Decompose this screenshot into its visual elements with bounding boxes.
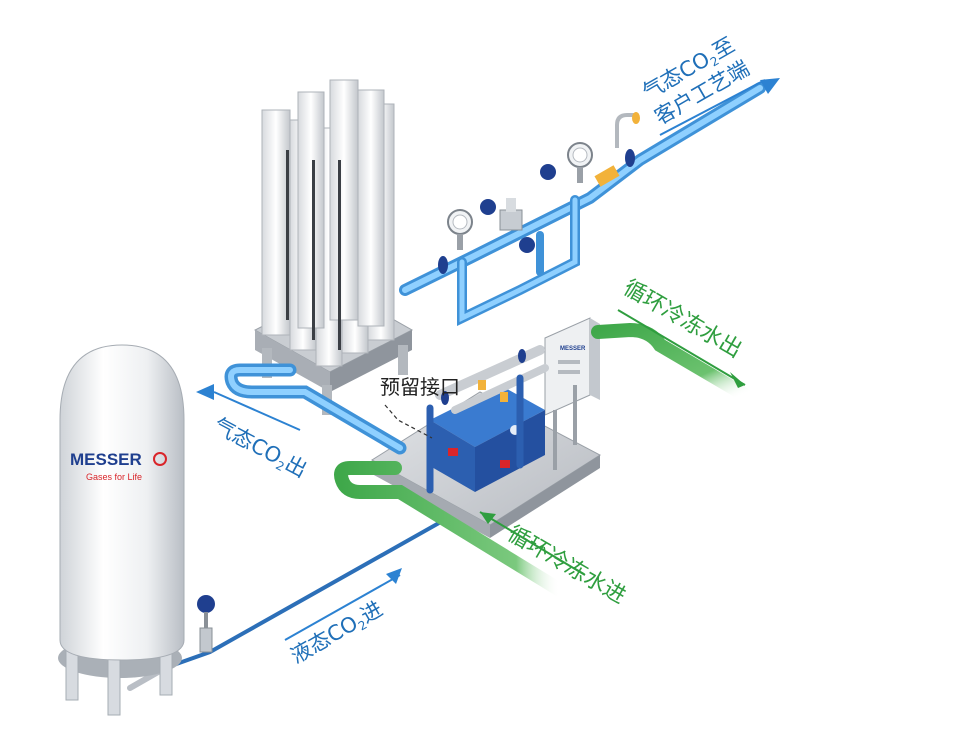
- pressure-gauge-icon: [447, 209, 473, 250]
- tank-brand-logo: MESSER: [70, 450, 142, 469]
- liquid-in-arrow-shaft: [284, 574, 401, 641]
- pipe-coupling: [594, 165, 620, 187]
- label-coolant-out: 循环冷冻水出: [619, 276, 746, 364]
- coolant-outlet-pipe: [591, 322, 752, 402]
- label-gas-out: 气态CO2出: [209, 413, 311, 484]
- vaporizer-skid: MESSER: [371, 317, 601, 538]
- exchanger-valves: [448, 448, 510, 468]
- control-panel: MESSER: [544, 317, 600, 470]
- pipe-flange-icon: [438, 149, 635, 274]
- tank-outlet-valve: [197, 595, 215, 653]
- pressure-regulator-icon: [499, 198, 523, 231]
- gas-out-arrow-shaft: [213, 391, 301, 431]
- handwheel-icon: [197, 595, 215, 613]
- pressure-gauge-icon: [567, 142, 593, 183]
- coolant-in-arrow-shaft: [479, 511, 586, 576]
- brand-mark-icon: [153, 452, 167, 466]
- exchanger-fittings: [478, 380, 508, 402]
- gas-outlet-pipe-network: [399, 82, 766, 326]
- gas-to-customer-arrow-shaft: [659, 79, 766, 136]
- handwheel-valve-icon: [480, 164, 556, 253]
- liquid-in-arrow: [386, 568, 402, 584]
- label-liquid-in: 液态CO2进: [287, 597, 388, 670]
- sample-line-tip: [632, 112, 640, 124]
- coolant-out-arrow: [730, 372, 745, 388]
- exchanger-flanges: [441, 349, 526, 405]
- reserved-port-callout: [384, 404, 433, 439]
- vaporizer-fins: [261, 79, 395, 367]
- vaporizer-fin-shadows: [286, 150, 341, 350]
- coolant-out-arrow-shaft: [617, 309, 746, 386]
- coolant-in-arrow: [480, 512, 496, 524]
- co2-storage-tank: MESSER Gases for Life: [58, 344, 185, 716]
- label-reserved-port: 预留接口: [380, 375, 460, 399]
- ambient-vaporizer: [253, 79, 414, 415]
- tank-tagline: Gases for Life: [86, 472, 142, 482]
- gas-out-arrow: [196, 384, 214, 400]
- coolant-inlet-pipe: [334, 461, 567, 597]
- sample-line-icon: [615, 113, 634, 148]
- gas-return-pipe: [224, 363, 407, 455]
- panel-brand-logo: MESSER: [560, 346, 586, 352]
- gas-to-customer-arrow: [760, 78, 780, 94]
